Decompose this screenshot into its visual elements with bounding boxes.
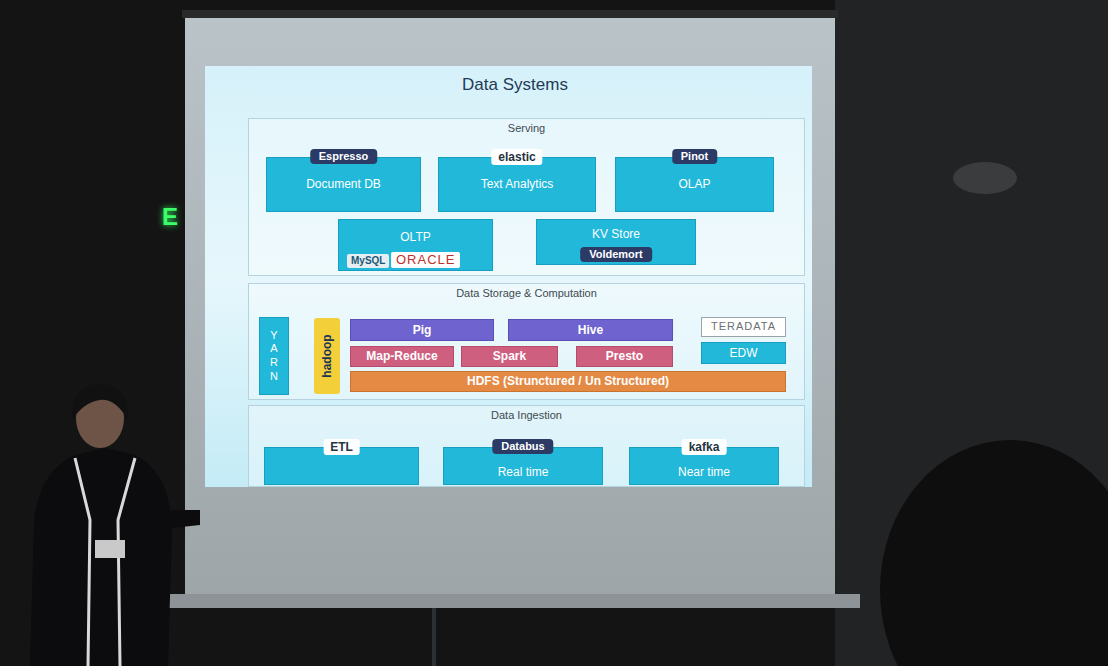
box-label: KV Store bbox=[592, 227, 640, 241]
box-label: Map-Reduce bbox=[366, 349, 437, 363]
ingest-box: kafkaNear time bbox=[629, 447, 779, 485]
screen-top-bar bbox=[182, 10, 838, 18]
exit-sign: E bbox=[158, 203, 182, 231]
logo-box: TERADATA bbox=[701, 317, 786, 337]
box-label: Y A R N bbox=[268, 329, 280, 384]
warehouse-box: EDW bbox=[701, 342, 786, 364]
box-sublabel: Voldemort bbox=[580, 247, 652, 262]
compute-box: Hive bbox=[508, 319, 673, 341]
ceiling-light bbox=[953, 162, 1017, 194]
box-label: ETL bbox=[323, 439, 360, 455]
box-label: Pig bbox=[413, 323, 432, 337]
presenter-hair bbox=[72, 384, 128, 420]
compute-box: Pig bbox=[350, 319, 494, 341]
compute-box: Spark bbox=[461, 346, 558, 367]
box-sublabel: Document DB bbox=[306, 177, 381, 191]
name-badge bbox=[95, 540, 125, 558]
system-box: KV StoreVoldemort bbox=[536, 219, 696, 265]
box-label: EDW bbox=[730, 346, 758, 360]
compute-box: Map-Reduce bbox=[350, 346, 454, 367]
projection-screen bbox=[185, 18, 835, 603]
yarn-box: Y A R N bbox=[259, 317, 289, 395]
box-label: Espresso bbox=[310, 149, 378, 164]
box-label: Data Ingestion bbox=[491, 409, 562, 422]
audience-head bbox=[880, 440, 1108, 666]
layer-band: Data IngestionETLDatabusReal timekafkaNe… bbox=[248, 405, 805, 487]
screen-bottom-bar bbox=[160, 594, 860, 608]
box-label: Pinot bbox=[672, 149, 718, 164]
box-sublabel: Text Analytics bbox=[481, 177, 554, 191]
box-label: kafka bbox=[682, 439, 727, 455]
box-sublabel: Real time bbox=[498, 465, 549, 479]
system-box: OLTP MySQLORACLE bbox=[338, 219, 493, 271]
ingest-box: DatabusReal time bbox=[443, 447, 603, 485]
box-label: Spark bbox=[493, 349, 526, 363]
system-box: PinotOLAP bbox=[615, 157, 774, 212]
slide-title: Data Systems bbox=[380, 75, 650, 95]
jacket-trim bbox=[75, 458, 135, 666]
projected-slide bbox=[205, 66, 812, 487]
box-label: Serving bbox=[508, 122, 545, 135]
hadoop-logo: hadoop bbox=[314, 318, 340, 394]
screen-stand bbox=[432, 608, 436, 666]
compute-box: Presto bbox=[576, 346, 673, 367]
storage-box: HDFS (Strunctured / Un Structured) bbox=[350, 371, 786, 392]
box-label: Presto bbox=[606, 349, 643, 363]
box-label: Hive bbox=[578, 323, 603, 337]
system-box: EspressoDocument DB bbox=[266, 157, 421, 212]
ingest-box: ETL bbox=[264, 447, 419, 485]
box-sublabel: Near time bbox=[678, 465, 730, 479]
layer-band: ServingEspressoDocument DBelasticText An… bbox=[248, 118, 805, 276]
presenter-body bbox=[30, 448, 200, 666]
box-label: Data Storage & Computation bbox=[456, 287, 597, 300]
box-sublabel: MySQL bbox=[347, 254, 389, 268]
box-label: elastic bbox=[491, 149, 542, 165]
system-box: elasticText Analytics bbox=[438, 157, 596, 212]
box-label: HDFS (Strunctured / Un Structured) bbox=[467, 374, 669, 388]
box-label: TERADATA bbox=[711, 320, 776, 333]
box-label: Databus bbox=[492, 439, 553, 454]
box-label: OLTP bbox=[400, 230, 430, 244]
box-sublabel: OLAP bbox=[678, 177, 710, 191]
box-sublabel: ORACLE bbox=[391, 252, 460, 268]
